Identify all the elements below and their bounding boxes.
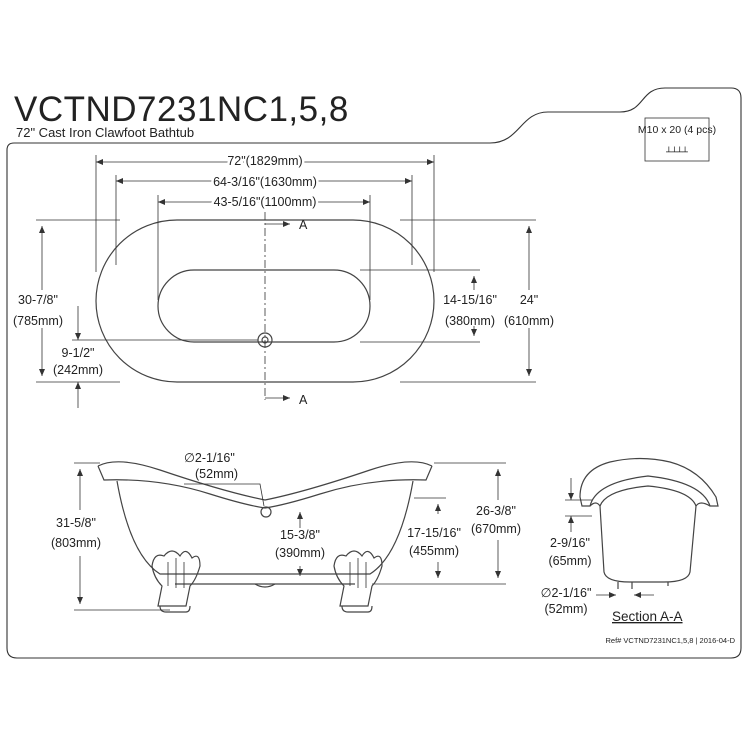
reference-number: Ref# VCTND7231NC1,5,8 | 2016-04-D [605, 636, 735, 645]
side-view: ∅2-1/16" (52mm) 31-5/8" (803mm) 15-3/8" … [51, 451, 521, 613]
dim-basin-width-imperial: 14-15/16" [443, 293, 497, 307]
dim-section-drain-imperial: ∅2-1/16" [541, 586, 592, 600]
tub-basin-top [157, 269, 371, 343]
dim-drain-offset-metric: (242mm) [53, 363, 103, 377]
dim-drain-height-imperial: 15-3/8" [280, 528, 320, 542]
dim-overall-length: 72"(1829mm) [227, 154, 302, 168]
claw-foot-left-icon [151, 550, 201, 613]
dim-drain-height-metric: (390mm) [275, 546, 325, 560]
drawing-frame [6, 87, 742, 659]
dim-inner-length: 64-3/16"(1630mm) [213, 175, 317, 189]
hardware-label: M10 x 20 (4 pcs) [638, 124, 716, 136]
dim-rim-overhang-metric: (65mm) [548, 554, 591, 568]
dim-drain-dia-imperial: ∅2-1/16" [184, 451, 235, 465]
dim-left-height-imperial: 30-7/8" [18, 293, 58, 307]
dim-overall-width-metric: (610mm) [504, 314, 554, 328]
section-marker-top: A [299, 218, 308, 232]
dim-end-height-metric: (670mm) [471, 522, 521, 536]
dim-overall-width-imperial: 24" [520, 293, 538, 307]
tub-body-side [116, 480, 414, 575]
dim-end-height-imperial: 26-3/8" [476, 504, 516, 518]
dim-rim-overhang-imperial: 2-9/16" [550, 536, 590, 550]
tub-rim-side [97, 461, 433, 501]
dim-basin-length: 43-5/16"(1100mm) [214, 195, 317, 209]
dim-section-drain-metric: (52mm) [544, 602, 587, 616]
tub-section-outline [579, 457, 719, 507]
top-view: 72"(1829mm) 64-3/16"(1630mm) 43-5/16"(11… [13, 152, 554, 408]
dim-total-height-imperial: 31-5/8" [56, 516, 96, 530]
dim-left-height-metric: (785mm) [13, 314, 63, 328]
overflow-drain-icon [260, 506, 272, 518]
claw-foot-right-icon [333, 550, 383, 613]
model-title: VCTND7231NC1,5,8 [14, 90, 349, 129]
hardware-box: M10 x 20 (4 pcs) ┴┴┴┴ [638, 117, 716, 162]
dim-drain-offset-imperial: 9-1/2" [62, 346, 95, 360]
dim-drain-dia-metric: (52mm) [195, 467, 238, 481]
dim-basin-width-metric: (380mm) [445, 314, 495, 328]
section-marker-bottom: A [299, 393, 308, 407]
dim-rim-height-imperial: 17-15/16" [407, 526, 461, 540]
section-label: Section A-A [612, 609, 683, 624]
section-view: 2-9/16" (65mm) ∅2-1/16" (52mm) Section A… [541, 457, 719, 624]
product-subtitle: 72" Cast Iron Clawfoot Bathtub [16, 125, 194, 140]
bolt-icon: ┴┴┴┴ [665, 146, 688, 158]
dim-rim-height-metric: (455mm) [409, 544, 459, 558]
dim-total-height-metric: (803mm) [51, 536, 101, 550]
